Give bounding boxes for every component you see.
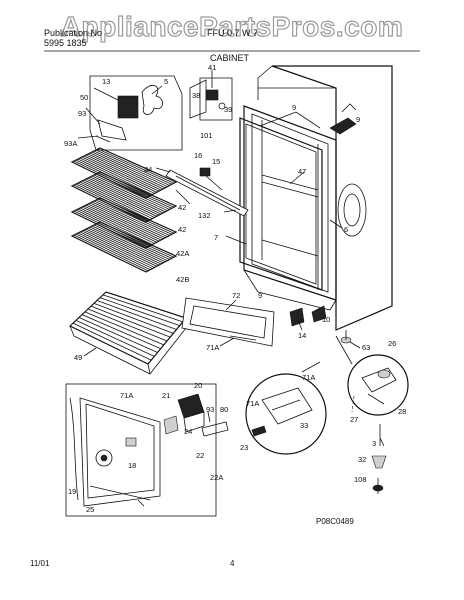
label-9-bottom: 9 (258, 291, 262, 300)
label-32: 32 (358, 455, 366, 464)
leader-lines (77, 85, 385, 447)
label-132: 132 (198, 211, 211, 220)
fan-motor-assembly (89, 75, 183, 151)
footer-page-number: 4 (230, 559, 235, 568)
watermark-text: AppliancePartsPros.com (61, 11, 403, 42)
label-42-upper: 42 (178, 203, 186, 212)
wire-shelf (70, 197, 178, 249)
label-34: 34 (144, 165, 152, 174)
label-38: 38 (192, 91, 200, 100)
label-14: 14 (298, 331, 306, 340)
label-49: 49 (74, 353, 82, 362)
label-23: 23 (240, 443, 248, 452)
wire-shelf (70, 171, 178, 223)
control-knob (199, 167, 223, 191)
label-3: 3 (372, 439, 376, 448)
label-33: 33 (300, 421, 308, 430)
bottom-hinge-detail (335, 335, 409, 416)
label-9-top: 9 (292, 103, 296, 112)
label-22: 22 (196, 451, 204, 460)
label-13: 13 (102, 77, 110, 86)
hinge-pin-parts (371, 424, 387, 494)
leveling-leg (340, 330, 352, 344)
label-93-switch: 93 (206, 405, 214, 414)
thermostat-assembly (189, 70, 233, 121)
label-7-left: 7 (214, 233, 218, 242)
label-26: 26 (388, 339, 396, 348)
label-71a-left: 71A (246, 399, 259, 408)
label-101: 101 (200, 131, 213, 140)
label-93a: 93A (64, 139, 77, 148)
label-39: 39 (224, 105, 232, 114)
label-71a-kick: 71A (206, 343, 219, 352)
label-63: 63 (362, 343, 370, 352)
label-28: 28 (398, 407, 406, 416)
header-publication-number: 5995 1835 (44, 38, 87, 48)
wire-shelf (70, 221, 178, 273)
label-72: 72 (232, 291, 240, 300)
label-9-hinge: 9 (356, 115, 360, 124)
door-stop-detail (245, 361, 327, 455)
light-switch-assembly (163, 393, 229, 437)
label-5: 5 (164, 77, 168, 86)
bottom-hinge-bracket (289, 305, 327, 327)
label-6: 6 (344, 225, 348, 234)
figure-code: P08C0489 (316, 517, 354, 526)
kick-plate (181, 297, 275, 347)
label-108: 108 (354, 475, 367, 484)
section-title: CABINET (210, 53, 250, 63)
label-50: 50 (80, 93, 88, 102)
label-42a: 42A (176, 249, 189, 258)
label-47: 47 (298, 167, 306, 176)
header-publication-label: Publication No (44, 28, 102, 38)
top-hinge-right (329, 103, 357, 135)
label-25: 25 (86, 505, 94, 514)
door-assembly-box (65, 383, 217, 517)
label-20: 20 (194, 381, 202, 390)
label-42b: 42B (176, 275, 189, 284)
header-model-number: FFU 0 7 W 7 (207, 28, 258, 38)
label-16: 16 (194, 151, 202, 160)
wire-shelves (70, 147, 178, 273)
label-41: 41 (208, 63, 216, 72)
label-19: 19 (68, 487, 76, 496)
label-24: 24 (184, 427, 192, 436)
label-10: 10 (322, 315, 330, 324)
label-71a-circle: 71A (302, 373, 315, 382)
label-21: 21 (162, 391, 170, 400)
label-42-middle: 42 (178, 225, 186, 234)
footer-date: 11/01 (30, 559, 50, 568)
wire-basket (68, 291, 188, 375)
label-18: 18 (128, 461, 136, 470)
label-80: 80 (220, 405, 228, 414)
evaporator-cover (165, 169, 249, 217)
label-71a-door: 71A (120, 391, 133, 400)
label-22a: 22A (210, 473, 223, 482)
cabinet-body (243, 65, 393, 331)
label-15: 15 (212, 157, 220, 166)
label-27: 27 (350, 415, 358, 424)
label-93: 93 (78, 109, 86, 118)
part-labels: 13 5 50 93 93A 41 38 39 101 9 9 9 16 15 … (64, 63, 406, 514)
